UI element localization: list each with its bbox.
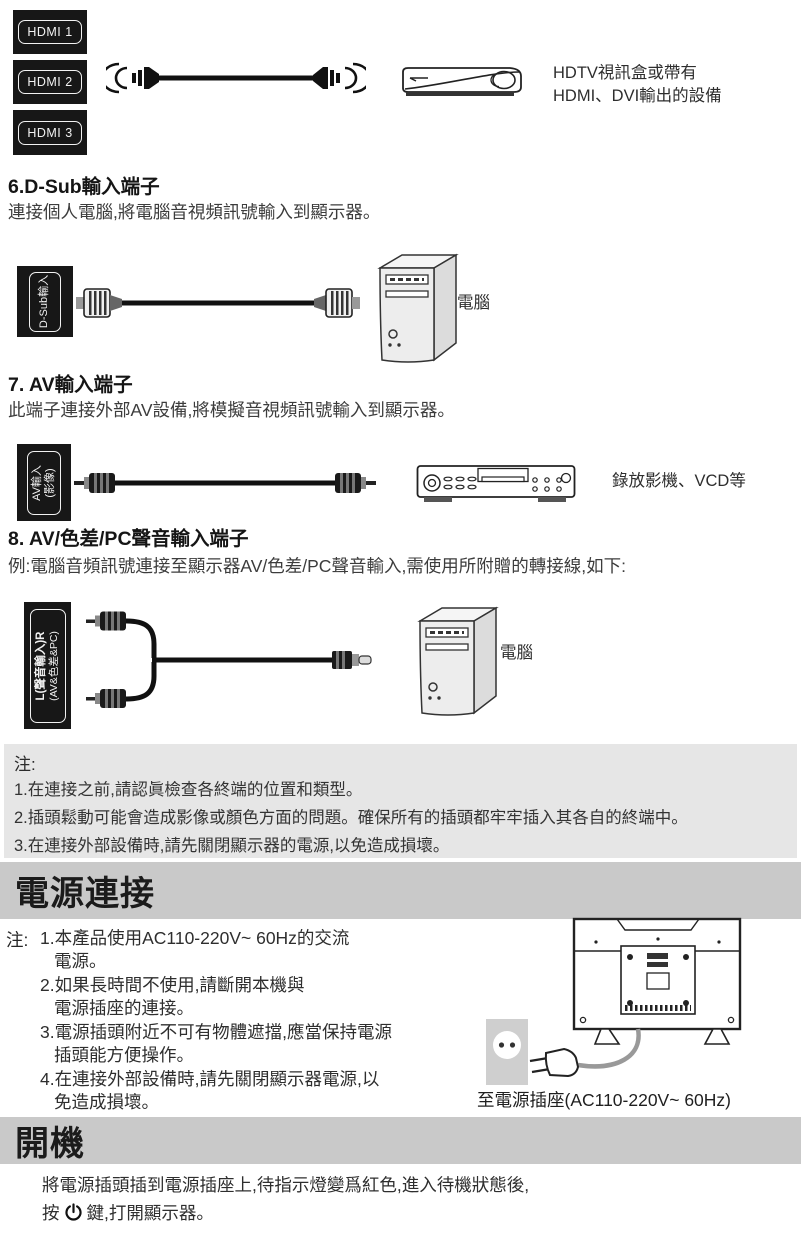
- section8-heading: 8. AV/色差/PC聲音輸入端子: [8, 528, 249, 550]
- av-port-label: AV輸入 (影像): [31, 465, 57, 501]
- power-note-item-2: 2.如果長時間不使用,請斷開本機與 電源插座的連接。: [40, 975, 305, 1018]
- audio-port-box: L(聲音輸入)R (AV&色差&PC): [24, 602, 71, 729]
- power-on-line2-prefix: 按: [42, 1203, 60, 1223]
- power-note-item-1: 1.本產品使用AC110-220V~ 60Hz的交流 電源。: [40, 928, 350, 971]
- hdmi1-port-label: HDMI 1: [27, 25, 73, 39]
- av-port-box: AV輸入 (影像): [17, 444, 71, 521]
- audio-port-label-line2: (AV&色差&PC): [47, 630, 60, 701]
- section6-body: 連接個人電腦,將電腦音視頻訊號輸入到顯示器。: [8, 202, 381, 222]
- note-item-3: 3.在連接外部設備時,請先關閉顯示器的電源,以免造成損壞。: [14, 837, 450, 855]
- power-note-item-3: 3.電源插頭附近不可有物體遮擋,應當保持電源 插頭能方便操作。: [40, 1022, 392, 1065]
- audio-port-label: L(聲音輸入)R (AV&色差&PC): [35, 631, 61, 701]
- hdmi3-port-label: HDMI 3: [27, 125, 73, 140]
- audio-adapter-cable-icon: [86, 611, 372, 708]
- av-port-label-line1: AV輸入: [31, 464, 44, 501]
- section7-heading: 7. AV輸入端子: [8, 374, 133, 396]
- tv-back-power-illustration: [486, 917, 742, 1085]
- power-section-title: 電源連接: [15, 875, 155, 913]
- hdtv-device-label: HDTV視訊盒或帶有 HDMI、DVI輸出的設備: [553, 62, 722, 108]
- power-on-line2-suffix: 鍵,打開顯示器。: [86, 1203, 214, 1223]
- hdmi3-port-box: HDMI 3: [13, 110, 87, 155]
- outlet-label: 至電源插座(AC110-220V~ 60Hz): [477, 1090, 731, 1110]
- settop-box-illustration: [402, 67, 522, 96]
- section8-body: 例:電腦音頻訊號連接至顯示器AV/色差/PC聲音輸入,需使用所附贈的轉接線,如下…: [8, 556, 627, 576]
- power-on-banner: 開機: [0, 1117, 801, 1164]
- av-port-label-line2: (影像): [44, 467, 57, 498]
- notes-title: 注:: [14, 755, 36, 774]
- power-note-list: 1.本產品使用AC110-220V~ 60Hz的交流 電源。 2.如果長時間不使…: [40, 927, 508, 1115]
- computer-tower-illustration: [377, 253, 459, 363]
- hdmi2-port-label: HDMI 2: [27, 75, 73, 89]
- power-note-item-4: 4.在連接外部設備時,請先關閉顯示器電源,以 免造成損壞。: [40, 1069, 380, 1112]
- hdmi-cable-icon: [106, 62, 366, 94]
- power-section-banner: 電源連接: [0, 862, 801, 919]
- section6-heading: 6.D-Sub輸入端子: [8, 176, 160, 198]
- dsub-device-label: 電腦: [457, 294, 490, 312]
- dsub-port-label: D-Sub輸入: [38, 274, 51, 329]
- hdmi1-port-box: HDMI 1: [13, 10, 87, 54]
- power-on-title: 開機: [15, 1125, 85, 1163]
- vcr-illustration: [416, 465, 576, 502]
- power-on-line1: 將電源插頭插到電源插座上,待指示燈變爲紅色,進入待機狀態後,: [42, 1175, 530, 1195]
- rca-cable-icon: [74, 473, 376, 493]
- av-device-label: 錄放影機、VCD等: [612, 472, 746, 490]
- note-item-1: 1.在連接之前,請認眞檢查各終端的位置和類型。: [14, 781, 363, 799]
- note-item-2: 2.插頭鬆動可能會造成影像或顏色方面的問題。確保所有的插頭都牢牢插入其各自的終端…: [14, 809, 688, 827]
- hdtv-device-label-line2: HDMI、DVI輸出的設備: [553, 87, 722, 105]
- audio-device-label: 電腦: [500, 644, 533, 662]
- hdtv-device-label-line1: HDTV視訊盒或帶有: [553, 64, 697, 82]
- audio-port-label-line1: L(聲音輸入)R: [34, 631, 47, 701]
- vga-cable-icon: [76, 288, 360, 318]
- power-note-label: 注:: [6, 930, 29, 950]
- dsub-port-box: D-Sub輸入: [17, 266, 73, 337]
- section7-body: 此端子連接外部AV設備,將模擬音視頻訊號輸入到顯示器。: [8, 400, 455, 420]
- computer-tower-illustration: [417, 606, 499, 716]
- power-on-line2: 按 鍵,打開顯示器。: [42, 1200, 214, 1225]
- connection-notes-box: 注: 1.在連接之前,請認眞檢查各終端的位置和類型。 2.插頭鬆動可能會造成影像…: [4, 744, 797, 858]
- hdmi2-port-box: HDMI 2: [13, 60, 87, 104]
- power-icon: [64, 1203, 82, 1221]
